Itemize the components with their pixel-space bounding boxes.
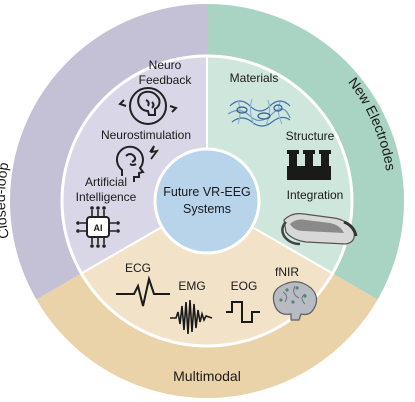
vr-headset-icon: [281, 213, 358, 246]
fnir-brain-icon: [272, 281, 318, 321]
center-title-line2: Systems: [183, 202, 231, 216]
neurostimulation-label: Neurostimulation: [101, 128, 191, 142]
integration-label: Integration: [287, 188, 344, 202]
eog-waveform-icon: [226, 301, 260, 323]
artificial-intelligence-label-line2: Intelligence: [76, 190, 137, 204]
head-stimulation-icon: [115, 145, 160, 182]
ai-chip-icon: AI: [76, 206, 120, 248]
center-circle: [153, 147, 261, 255]
new-electrodes-items: Materials Structure Integration: [227, 71, 358, 246]
ecg-label: ECG: [125, 261, 151, 275]
electrode-structure-icon: [287, 150, 331, 180]
emg-label: EMG: [178, 279, 205, 293]
brain-feedback-icon: [118, 87, 178, 125]
svg-text:AI: AI: [94, 223, 103, 233]
closed-loop-items: Neuro Feedback Neurostimulation Artifici…: [76, 58, 193, 248]
neuro-feedback-label-line1: Neuro: [149, 58, 182, 72]
multimodal-items: ECG EMG EOG fNIR: [116, 261, 318, 335]
closed-loop-title: Closed-loop: [0, 161, 12, 240]
structure-label: Structure: [286, 129, 335, 143]
eog-label: EOG: [231, 279, 258, 293]
fnir-label: fNIR: [275, 265, 299, 279]
emg-waveform-icon: [170, 299, 213, 335]
center-title-line1: Future VR-EEG: [163, 185, 251, 199]
material-mesh-icon: [227, 98, 291, 127]
inner-ring-border: [60, 54, 354, 348]
neuro-feedback-label-line2: Feedback: [139, 73, 193, 87]
ecg-waveform-icon: [116, 275, 170, 307]
multimodal-title: Multimodal: [173, 368, 241, 384]
materials-label: Materials: [230, 71, 279, 85]
artificial-intelligence-label-line1: Artificial: [85, 175, 127, 189]
